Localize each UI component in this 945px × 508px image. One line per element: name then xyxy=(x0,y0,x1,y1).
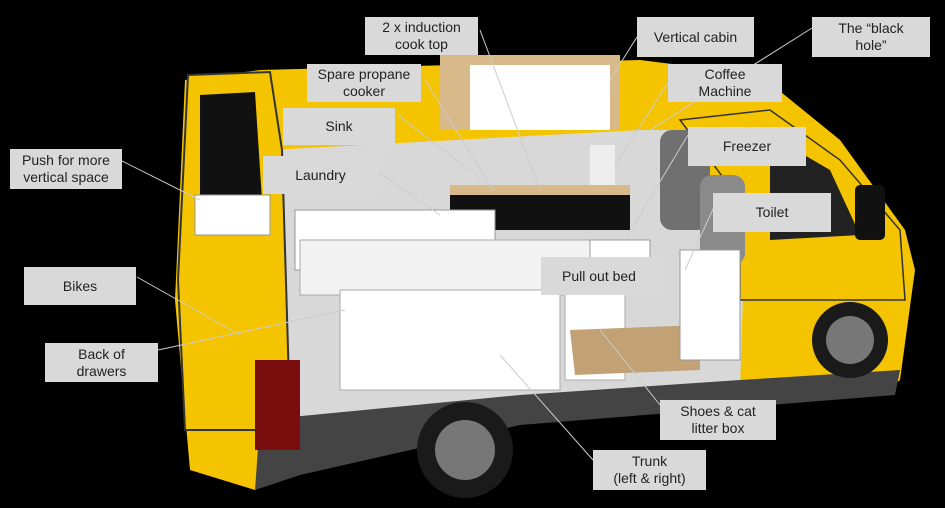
label-back-of-drawers: Back of drawers xyxy=(45,343,158,382)
front-wheel-hub xyxy=(826,316,874,364)
leader-lines xyxy=(119,27,813,461)
side-mirror xyxy=(855,185,885,240)
leader-vertical-cabin xyxy=(609,36,638,81)
leader-laundry xyxy=(374,169,441,216)
bike-rack xyxy=(194,194,271,236)
leader-propane xyxy=(424,79,491,186)
label-induction-cooktop: 2 x induction cook top xyxy=(365,17,478,55)
wood-floor xyxy=(570,325,700,375)
leader-push xyxy=(119,159,201,201)
leader-sink xyxy=(397,114,496,191)
label-laundry: Laundry xyxy=(263,156,378,194)
label-spare-propane-cooker: Spare propane cooker xyxy=(307,64,421,102)
label-vertical-cabin: Vertical cabin xyxy=(637,17,754,57)
rear-wheel-hub xyxy=(435,420,495,480)
label-coffee-machine: Coffee Machine xyxy=(668,64,782,102)
toilet-box xyxy=(679,249,741,361)
label-sink: Sink xyxy=(283,108,395,145)
label-shoes-cat-litter: Shoes & cat litter box xyxy=(660,400,776,440)
upper-cabinet-door xyxy=(470,65,610,130)
lower-cabinet xyxy=(339,289,561,391)
leader-shoes xyxy=(599,329,661,406)
label-black-hole: The “black hole” xyxy=(812,17,930,57)
label-pull-out-bed: Pull out bed xyxy=(541,257,657,295)
leader-trunk xyxy=(499,354,594,461)
coffee-machine xyxy=(590,145,615,185)
leader-back-drawers xyxy=(157,309,346,351)
leader-toilet xyxy=(684,204,716,271)
label-push-for-vertical-space: Push for more vertical space xyxy=(10,149,122,189)
leader-freezer xyxy=(624,134,689,241)
label-bikes: Bikes xyxy=(24,267,136,305)
rear-door-window xyxy=(200,92,262,205)
leader-bikes xyxy=(136,276,241,336)
label-freezer: Freezer xyxy=(688,127,806,166)
tail-light xyxy=(255,360,300,450)
label-trunk: Trunk (left & right) xyxy=(593,450,706,490)
leader-induction xyxy=(479,29,541,191)
leader-coffee xyxy=(614,82,669,166)
label-toilet: Toilet xyxy=(713,193,831,232)
